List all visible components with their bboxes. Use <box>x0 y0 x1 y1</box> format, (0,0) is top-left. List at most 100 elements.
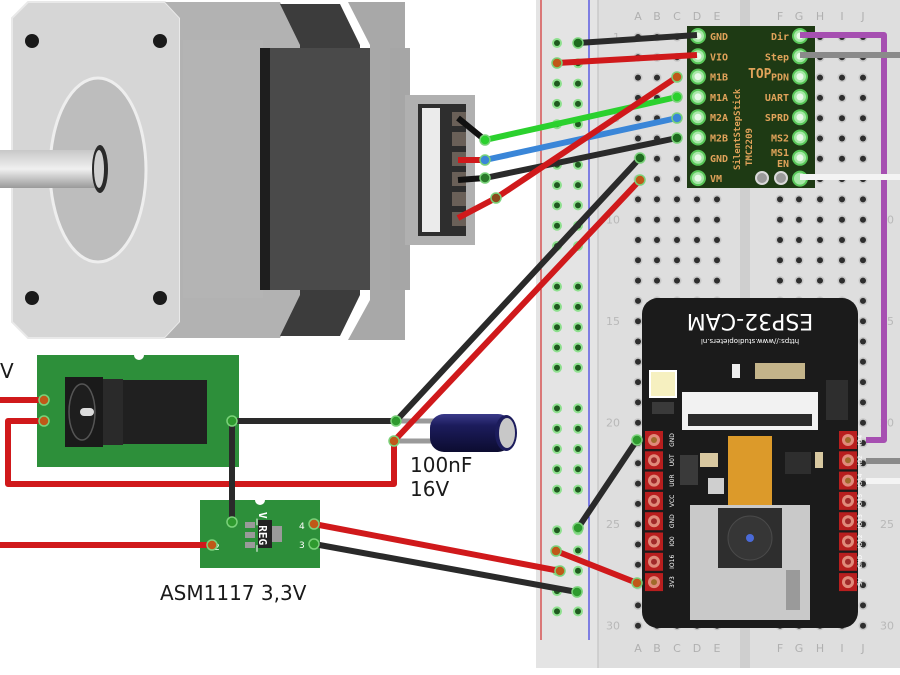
wire-end[interactable] <box>490 192 502 204</box>
wire-esp-gnd[interactable] <box>575 438 640 530</box>
smd-component <box>700 453 718 467</box>
esp32-pin-hole <box>845 579 851 586</box>
esp32-pin-label: GND <box>669 433 676 447</box>
wire-dir[interactable] <box>800 32 887 443</box>
breadboard-hole-center <box>694 237 700 243</box>
breadboard-hole-center <box>839 135 845 142</box>
rail-hole-center <box>554 344 560 351</box>
wire-end[interactable] <box>308 518 320 530</box>
connector-pin <box>452 192 466 206</box>
mount-hole <box>25 34 39 48</box>
wire-vm-red[interactable] <box>5 177 643 487</box>
breadboard-hole-center <box>860 561 866 568</box>
wire-end[interactable] <box>479 134 491 146</box>
breadboard-hole-center <box>635 399 641 406</box>
wire-driver-gnd[interactable] <box>577 32 698 46</box>
esp32-cam-board[interactable]: ESP32-CAM https://www.studiopieters.nl <box>642 298 858 628</box>
esp32-pin-hole <box>845 518 851 525</box>
column-label: E <box>714 642 721 655</box>
wires <box>0 32 900 595</box>
breadboard-hole-center <box>635 196 641 203</box>
led-transistor <box>652 402 674 414</box>
wire-end[interactable] <box>631 434 643 446</box>
smd-pad <box>245 522 255 528</box>
wire-end[interactable] <box>479 172 491 184</box>
breadboard-hole-center <box>860 622 866 629</box>
breadboard-hole-center <box>817 135 823 142</box>
breadboard-hole-center <box>674 155 680 162</box>
wire-end[interactable] <box>550 545 562 557</box>
wire-end[interactable] <box>390 415 402 427</box>
breadboard-hole-center <box>777 196 783 203</box>
esp32-pin-hole <box>651 457 657 464</box>
wire-end[interactable] <box>671 132 683 144</box>
wire-driver-vio[interactable] <box>556 52 698 66</box>
wire-end[interactable] <box>554 565 566 577</box>
wire-end[interactable] <box>572 37 584 49</box>
breadboard-hole-center <box>839 74 845 81</box>
wire-end[interactable] <box>226 415 238 427</box>
wire-end[interactable] <box>671 71 683 83</box>
breadboard-hole-center <box>635 521 641 528</box>
motor-center-block <box>260 48 390 290</box>
driver-pin-label: M1A <box>710 93 728 104</box>
voltage-regulator-chip <box>826 380 848 420</box>
rail-hole-center <box>575 446 581 452</box>
row-label: 15 <box>606 315 620 328</box>
voltage-regulator-board: V_REG_ ASM1117 3,3V 2 4 3 <box>160 495 320 605</box>
wire-end[interactable] <box>631 577 643 589</box>
wire-end[interactable] <box>634 152 646 164</box>
wire-reg-out[interactable] <box>313 521 561 574</box>
smd-component <box>785 452 811 474</box>
breadboard-hole-center <box>714 237 720 243</box>
wire-end[interactable] <box>551 57 563 69</box>
driver-pin-label: PDN <box>771 73 789 84</box>
driver-pin-label: MS2 <box>771 134 789 145</box>
wire-end[interactable] <box>206 539 218 551</box>
wire-end[interactable] <box>38 415 50 427</box>
stepper-driver-board[interactable]: TOP SilentStepStick TMC2209 <box>687 26 815 188</box>
esp32-pin-label: IO15 <box>857 494 864 508</box>
wire-end[interactable] <box>479 154 491 166</box>
breadboard-hole-center <box>635 257 641 264</box>
wire-end[interactable] <box>572 522 584 534</box>
rail-hole-center <box>575 303 581 310</box>
breadboard-hole-center <box>860 440 866 446</box>
wire-end[interactable] <box>308 538 320 550</box>
driver-pin-center <box>796 154 804 162</box>
connector-latch <box>422 108 440 232</box>
esp32-pin-hole <box>845 477 851 484</box>
rail-hole-center <box>554 486 560 493</box>
wire-motor-m1a[interactable] <box>484 94 678 143</box>
breadboard-hole-center <box>839 216 845 223</box>
rail-hole-center <box>575 608 581 615</box>
wire-end[interactable] <box>226 516 238 528</box>
rail-hole-center <box>554 182 560 189</box>
wire-end[interactable] <box>388 435 400 447</box>
breadboard-hole-center <box>635 216 641 223</box>
wire-motor-m1b[interactable] <box>494 74 679 201</box>
breadboard-hole-center <box>777 277 783 284</box>
wire-end[interactable] <box>571 586 583 598</box>
wire-reg-gnd-out[interactable] <box>313 541 578 595</box>
regulator-tab <box>272 526 282 542</box>
wire-esp-3v3[interactable] <box>554 548 639 586</box>
wire-end[interactable] <box>38 394 50 406</box>
wire-motor-m2b[interactable] <box>484 135 678 181</box>
wire-end[interactable] <box>671 91 683 103</box>
mount-hole <box>153 34 167 48</box>
fpc-slot <box>688 414 812 426</box>
rail-hole-center <box>575 425 581 432</box>
camera-lens-center <box>746 534 754 542</box>
rail-hole-center <box>554 303 560 310</box>
rail-hole-center <box>575 324 581 331</box>
wire-end[interactable] <box>634 174 646 186</box>
esp32-pin-label: IO16 <box>669 555 676 569</box>
column-label: C <box>673 10 681 23</box>
wire-end[interactable] <box>671 112 683 124</box>
rail-hole-center <box>554 466 560 473</box>
breadboard-hole-center <box>635 277 641 284</box>
breadboard-hole-center <box>674 196 680 203</box>
